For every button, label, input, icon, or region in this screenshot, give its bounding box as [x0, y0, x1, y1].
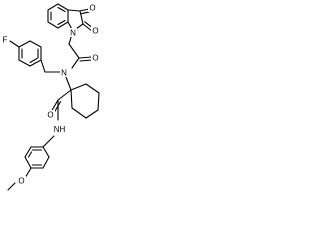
isatin-benzene-ring	[47, 3, 69, 29]
svg-text:O: O	[47, 111, 53, 120]
methoxyphenyl-ring	[24, 146, 50, 169]
svg-text:N: N	[61, 69, 67, 78]
atom-label-isatin-n: N	[69, 28, 77, 38]
fluorophenyl-ring	[9, 40, 42, 67]
atom-label-isatin-o2: O	[91, 26, 100, 36]
svg-text:F: F	[3, 36, 8, 45]
svg-text:N: N	[70, 29, 76, 38]
atom-label-nh: NH	[52, 124, 67, 134]
svg-text:O: O	[18, 177, 24, 186]
molecule-structure-drawing: F N O O O N O NH O	[1, 3, 100, 191]
atom-label-amide-o: O	[91, 53, 100, 63]
cyclohexane-ring	[70, 83, 100, 119]
svg-text:O: O	[92, 27, 98, 36]
atom-label-isatin-o3: O	[88, 3, 97, 13]
n-to-cyclohexane-bond	[65, 76, 72, 91]
svg-text:NH: NH	[54, 125, 66, 134]
atom-label-tertiary-n: N	[60, 68, 68, 78]
atom-label-carboxamide-o: O	[46, 110, 55, 120]
atom-label-methoxy-o: O	[17, 176, 26, 186]
svg-text:O: O	[89, 4, 95, 13]
atom-label-f: F	[1, 35, 9, 45]
benzyl-ch2-bond	[40, 59, 61, 73]
svg-text:O: O	[92, 54, 98, 63]
